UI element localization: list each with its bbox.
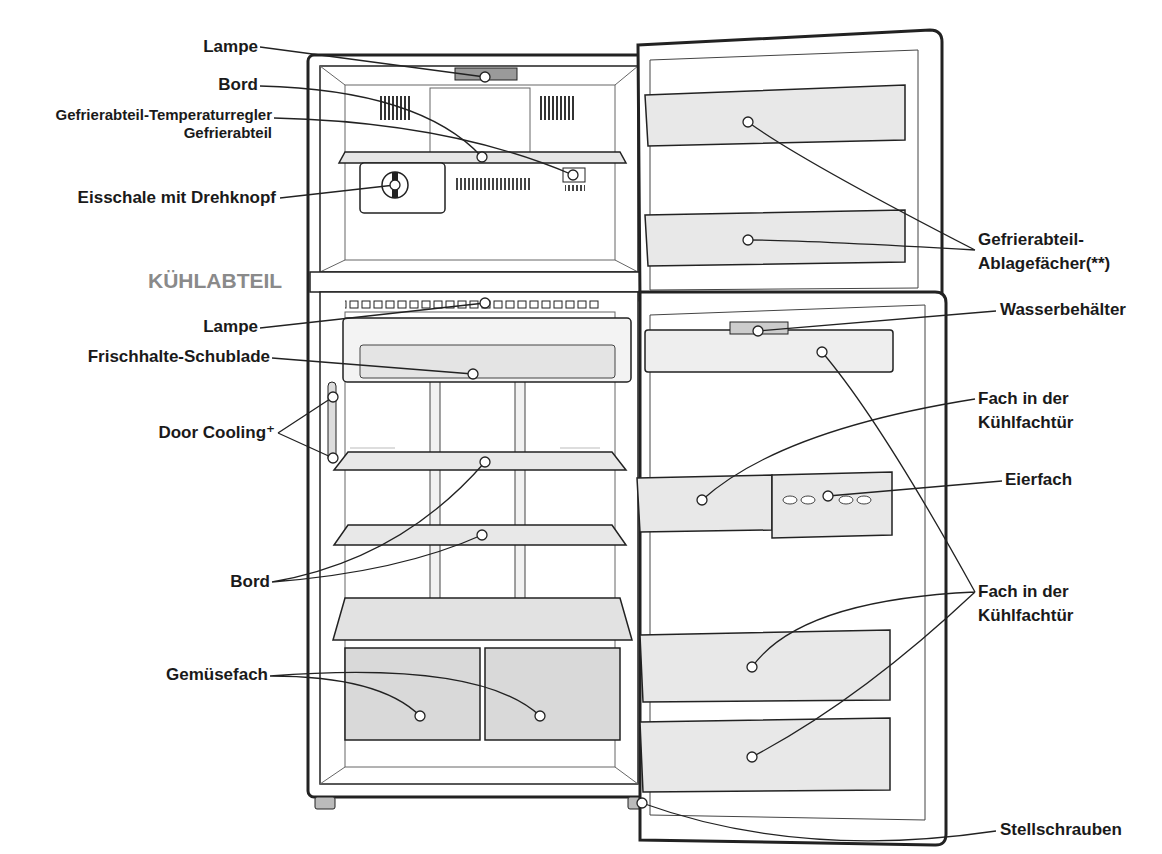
ice-knob: [382, 172, 408, 198]
leader-line: [274, 118, 573, 175]
section-heading: KÜHLABTEIL: [148, 268, 348, 294]
cabinet: [308, 55, 646, 797]
leader-dot: [817, 347, 827, 357]
freezer-back-wall: [345, 85, 615, 260]
leader-dot: [747, 752, 757, 762]
door-bin: [637, 475, 772, 532]
vent: [378, 96, 412, 120]
leader-dot: [747, 662, 757, 672]
leader-line: [748, 122, 975, 250]
freezer-door: [638, 30, 942, 307]
part-label: Stellschrauben: [1000, 819, 1160, 841]
rail: [515, 380, 525, 600]
part-label: Lampe: [100, 36, 258, 58]
vent: [540, 96, 574, 120]
vegetable-bin: [345, 648, 480, 740]
part-label: Lampe: [100, 316, 258, 338]
leader-dot: [477, 152, 487, 162]
leader-dot: [328, 453, 338, 463]
leader-dot: [477, 530, 487, 540]
leader-dot: [697, 495, 707, 505]
part-label: Gemüsefach: [90, 664, 268, 686]
leader-dot: [743, 235, 753, 245]
perspective-line: [320, 66, 638, 272]
rail: [430, 380, 440, 600]
leader-dot: [568, 170, 578, 180]
leader-dot: [743, 117, 753, 127]
glass-glint: [350, 448, 600, 449]
crisper-cover: [333, 598, 632, 640]
leader-line: [702, 399, 975, 500]
leader-line: [280, 185, 395, 198]
glass-shelf: [334, 525, 626, 545]
leader-dot: [480, 298, 490, 308]
part-label: Door Cooling⁺: [60, 422, 275, 444]
leader-dot: [753, 326, 763, 336]
part-label: Wasserbehälter: [1000, 299, 1160, 321]
part-label: Eierfach: [1005, 469, 1155, 491]
leader-line: [278, 397, 333, 458]
part-label: Frischhalte-Schublade: [40, 346, 270, 368]
leader-line: [272, 462, 485, 582]
leader-dot: [390, 180, 400, 190]
egg-tray: [772, 472, 892, 538]
fridge-door: [640, 292, 946, 845]
leader-line: [642, 803, 996, 841]
leader-line: [758, 311, 996, 331]
door-bin: [645, 85, 905, 146]
perspective-line: [320, 767, 638, 784]
door-bin: [640, 718, 890, 792]
temperature-scale: [565, 185, 585, 191]
part-label: Fach in der Kühlfachtür: [978, 387, 1108, 435]
freezer-duct: [430, 88, 530, 158]
egg-cup: [783, 496, 797, 504]
egg-cup: [839, 496, 853, 504]
leader-dot: [328, 392, 338, 402]
egg-cup: [857, 496, 871, 504]
freezer-shelf: [339, 152, 626, 163]
leveling-foot: [628, 797, 648, 809]
leader-dot: [480, 72, 490, 82]
leader-line: [270, 672, 540, 716]
part-label: Fach in der Kühlfachtür: [978, 580, 1108, 628]
leader-line: [260, 86, 482, 157]
drawer-front: [360, 345, 615, 378]
door-bin: [645, 210, 905, 266]
leader-dot: [637, 798, 647, 808]
part-label: Gefrierabteil- Ablagefächer(**): [978, 228, 1143, 276]
egg-cup: [801, 496, 815, 504]
temperature-control: [563, 168, 585, 182]
leader-line: [752, 352, 975, 757]
divider: [310, 272, 646, 292]
freezer-compartment: [320, 66, 638, 272]
leader-line: [260, 303, 485, 328]
part-label: Eisschale mit Drehknopf: [40, 187, 276, 209]
leader-dot: [823, 491, 833, 501]
air-grid: [455, 178, 530, 190]
leader-dots: [328, 72, 833, 808]
water-tank: [645, 330, 893, 372]
leader-dot: [535, 711, 545, 721]
part-label: Bord: [100, 571, 270, 593]
leader-lines: [260, 47, 1002, 841]
part-label: Gefrierabteil-Temperaturregler Gefrierab…: [0, 106, 272, 142]
fresh-drawer: [343, 318, 631, 382]
leader-dot: [415, 711, 425, 721]
part-label: Bord: [100, 74, 258, 96]
leader-line: [272, 358, 473, 374]
leveling-foot: [315, 797, 335, 809]
leader-dot: [468, 369, 478, 379]
leader-dot: [480, 457, 490, 467]
leader-line: [260, 47, 485, 77]
door-bin: [640, 630, 890, 702]
